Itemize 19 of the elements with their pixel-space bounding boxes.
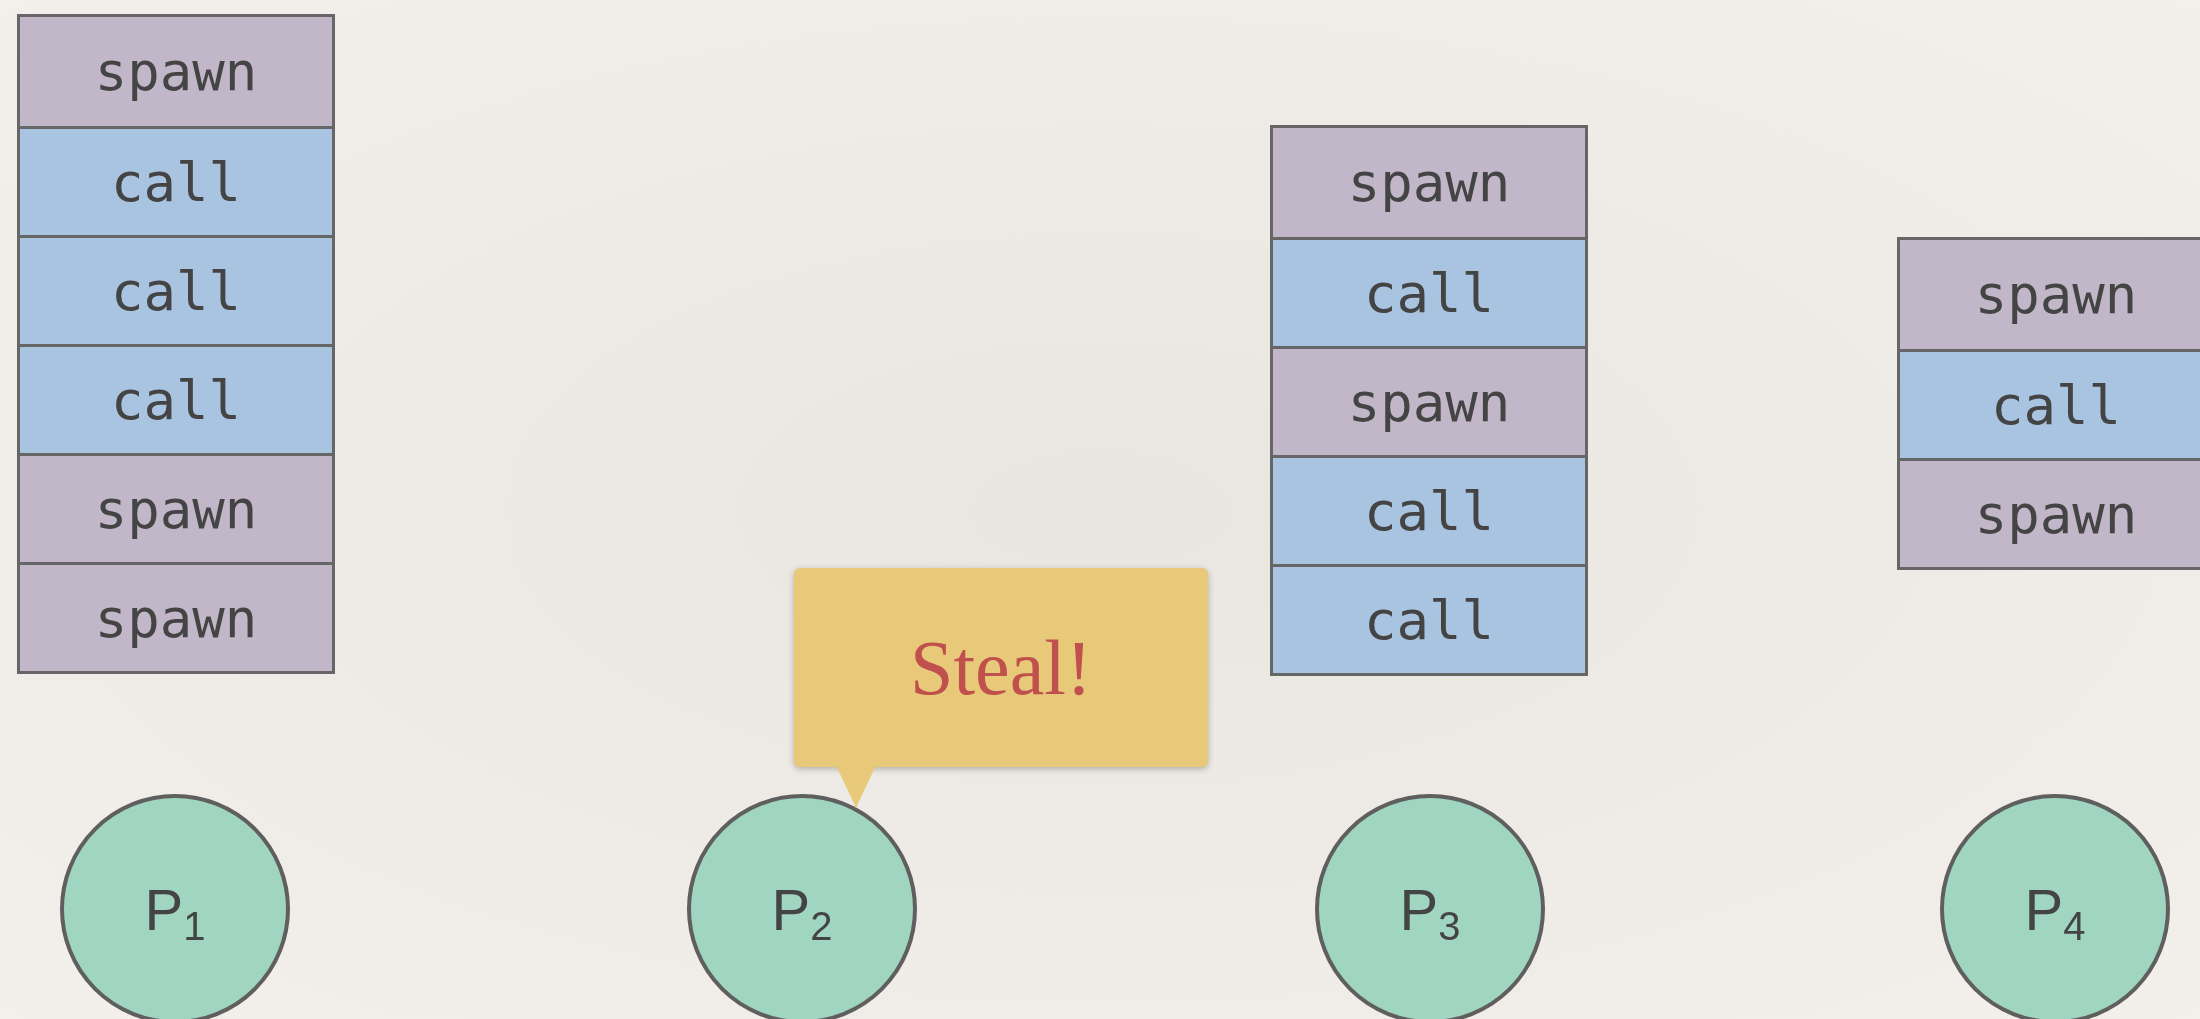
stack-cell: call — [1273, 237, 1585, 346]
stack-cell: call — [1273, 455, 1585, 564]
stack-cell: call — [20, 235, 332, 344]
stack-cell: spawn — [1900, 458, 2200, 567]
stack-cell: spawn — [1273, 128, 1585, 237]
stack-cell: spawn — [20, 17, 332, 126]
stack-cell: call — [20, 344, 332, 453]
stack-cell: spawn — [1273, 346, 1585, 455]
stack-cell: spawn — [20, 562, 332, 671]
stack-frame — [1270, 125, 1588, 676]
bubble-pointer — [836, 764, 876, 809]
stack-cell: spawn — [1900, 240, 2200, 349]
stack-cell: spawn — [20, 453, 332, 562]
stack-frame — [17, 14, 335, 674]
stack-cell: call — [1273, 564, 1585, 673]
speech-bubble: Steal! — [794, 568, 1208, 767]
stack-frame — [1897, 237, 2200, 570]
stack-cell: call — [1900, 349, 2200, 458]
stack-cell: call — [20, 126, 332, 235]
